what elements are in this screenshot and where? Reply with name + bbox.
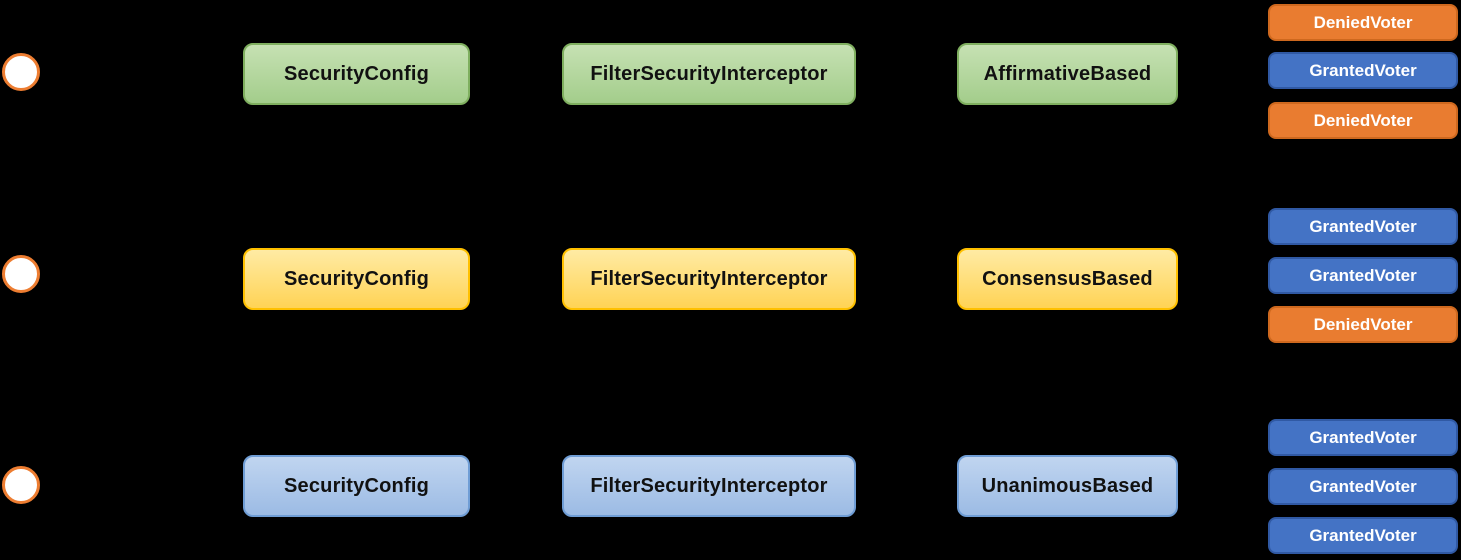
class-box-filter-security-interceptor: FilterSecurityInterceptor: [562, 43, 856, 105]
voter-chip-denied: DeniedVoter: [1268, 4, 1458, 41]
voter-chip-denied: DeniedVoter: [1268, 102, 1458, 139]
actor-circle-icon: [2, 466, 40, 504]
actor-circle-icon: [2, 53, 40, 91]
class-box-consensus-based: ConsensusBased: [957, 248, 1178, 310]
class-box-security-config: SecurityConfig: [243, 248, 470, 310]
voter-chip-granted: GrantedVoter: [1268, 52, 1458, 89]
actor-circle-icon: [2, 255, 40, 293]
class-box-affirmative-based: AffirmativeBased: [957, 43, 1178, 105]
voter-chip-granted: GrantedVoter: [1268, 517, 1458, 554]
voter-chip-granted: GrantedVoter: [1268, 257, 1458, 294]
class-box-filter-security-interceptor: FilterSecurityInterceptor: [562, 248, 856, 310]
voter-chip-granted: GrantedVoter: [1268, 468, 1458, 505]
class-box-unanimous-based: UnanimousBased: [957, 455, 1178, 517]
voter-chip-granted: GrantedVoter: [1268, 208, 1458, 245]
class-box-filter-security-interceptor: FilterSecurityInterceptor: [562, 455, 856, 517]
class-box-security-config: SecurityConfig: [243, 43, 470, 105]
voter-chip-denied: DeniedVoter: [1268, 306, 1458, 343]
class-box-security-config: SecurityConfig: [243, 455, 470, 517]
voter-chip-granted: GrantedVoter: [1268, 419, 1458, 456]
